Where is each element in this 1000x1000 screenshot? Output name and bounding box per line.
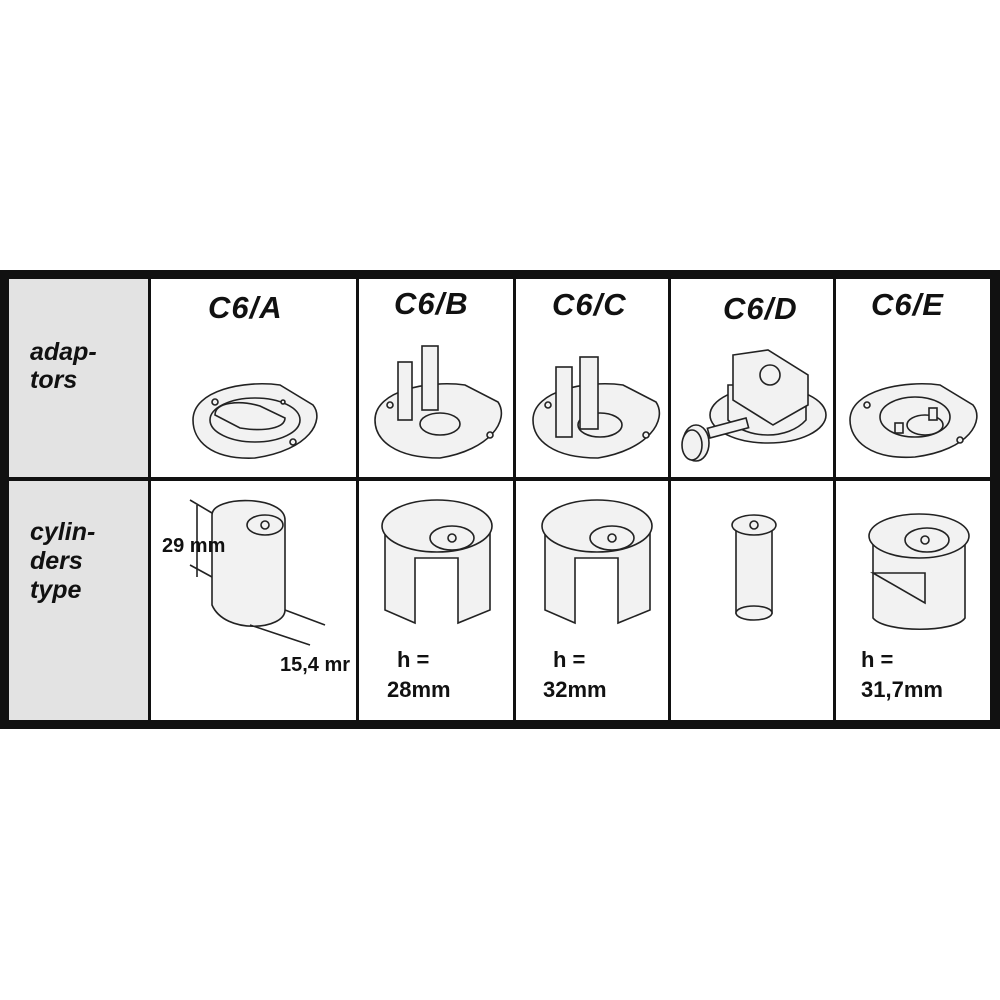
adaptor-c6a-illustration (192, 382, 318, 459)
height-c6e: h = 31,7mm (861, 645, 943, 705)
adaptor-c6e-illustration (849, 382, 978, 459)
cylinder-c6d-illustration (731, 514, 777, 621)
row-header-cylinders (9, 481, 148, 720)
row-label-line: tors (30, 366, 78, 394)
dimension-height-c6a: 29 mm (162, 535, 226, 557)
dimension-width-c6a: 15,4 mr (280, 654, 351, 676)
cylinder-c6c-illustration (541, 499, 653, 625)
row-header-adaptors (9, 279, 148, 477)
header-c6d: C6/D (723, 291, 798, 326)
header-c6c: C6/C (552, 287, 627, 322)
row-label-line: cylin- (30, 518, 96, 546)
cylinder-c6e-illustration (868, 513, 970, 630)
height-c6b: h = 28mm (387, 645, 451, 705)
height-value: 28mm (387, 677, 451, 702)
adaptor-c6c-illustration (532, 356, 661, 459)
header-c6b: C6/B (394, 286, 469, 321)
height-value: 31,7mm (861, 677, 943, 702)
header-c6e: C6/E (871, 287, 944, 322)
cylinder-c6a-illustration (189, 499, 326, 646)
height-value: 32mm (543, 677, 607, 702)
row-label-line: type (30, 576, 82, 604)
height-label: h = (861, 647, 894, 672)
row-label-adaptors: adap- tors (30, 338, 97, 394)
row-label-line: adap- (30, 338, 97, 366)
header-c6a: C6/A (208, 290, 283, 325)
row-label-cylinders: cylin- ders type (30, 518, 95, 605)
height-label: h = (397, 647, 430, 672)
height-c6c: h = 32mm (543, 645, 607, 705)
adaptor-c6b-illustration (374, 345, 503, 459)
cylinder-c6b-illustration (381, 499, 493, 625)
adaptor-c6d-illustration (681, 349, 827, 462)
adaptor-table (0, 270, 1000, 729)
row-label-line: ders (30, 547, 83, 575)
height-label: h = (553, 647, 586, 672)
